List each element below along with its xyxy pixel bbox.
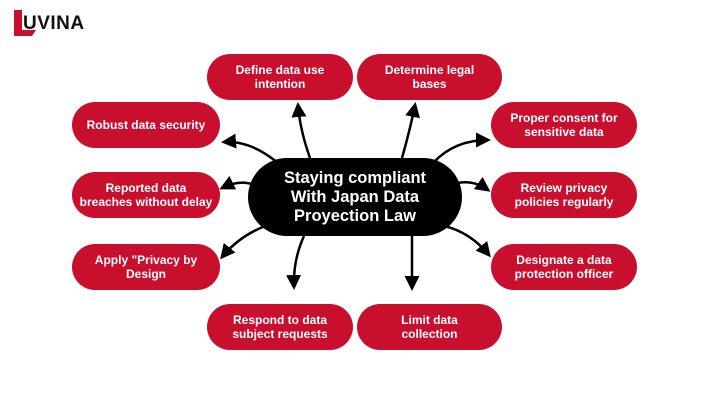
node-data-security: Robust data security [72,102,220,148]
logo-text: UVINA [23,13,85,34]
arrow-respond [286,235,306,290]
arrow-consent [433,132,491,163]
node-subject-requests: Respond to data subject requests [207,304,353,350]
node-review-policies: Review privacy policies regularly [491,172,637,218]
luvina-logo-mark-icon [14,10,36,36]
node-define-data-use: Define data use intention [207,54,353,100]
node-consent: Proper consent for sensitive data [491,102,637,148]
arrow-breach [219,175,253,190]
center-topic: Staying compliant With Japan Data Proyec… [248,158,462,236]
node-breach-reporting: Reported data breaches without delay [72,172,220,218]
node-legal-bases: Determine legal bases [357,54,502,100]
arrow-design [220,223,269,260]
arrow-legal [400,102,421,159]
arrow-review [457,176,491,192]
arrow-define [291,102,312,159]
node-data-protection-officer: Designate a data protection officer [491,244,637,290]
arrow-officer [443,224,491,258]
arrow-security [221,133,279,164]
node-privacy-by-design: Apply "Privacy by Design [72,244,220,290]
node-limit-collection: Limit data collection [357,304,502,350]
